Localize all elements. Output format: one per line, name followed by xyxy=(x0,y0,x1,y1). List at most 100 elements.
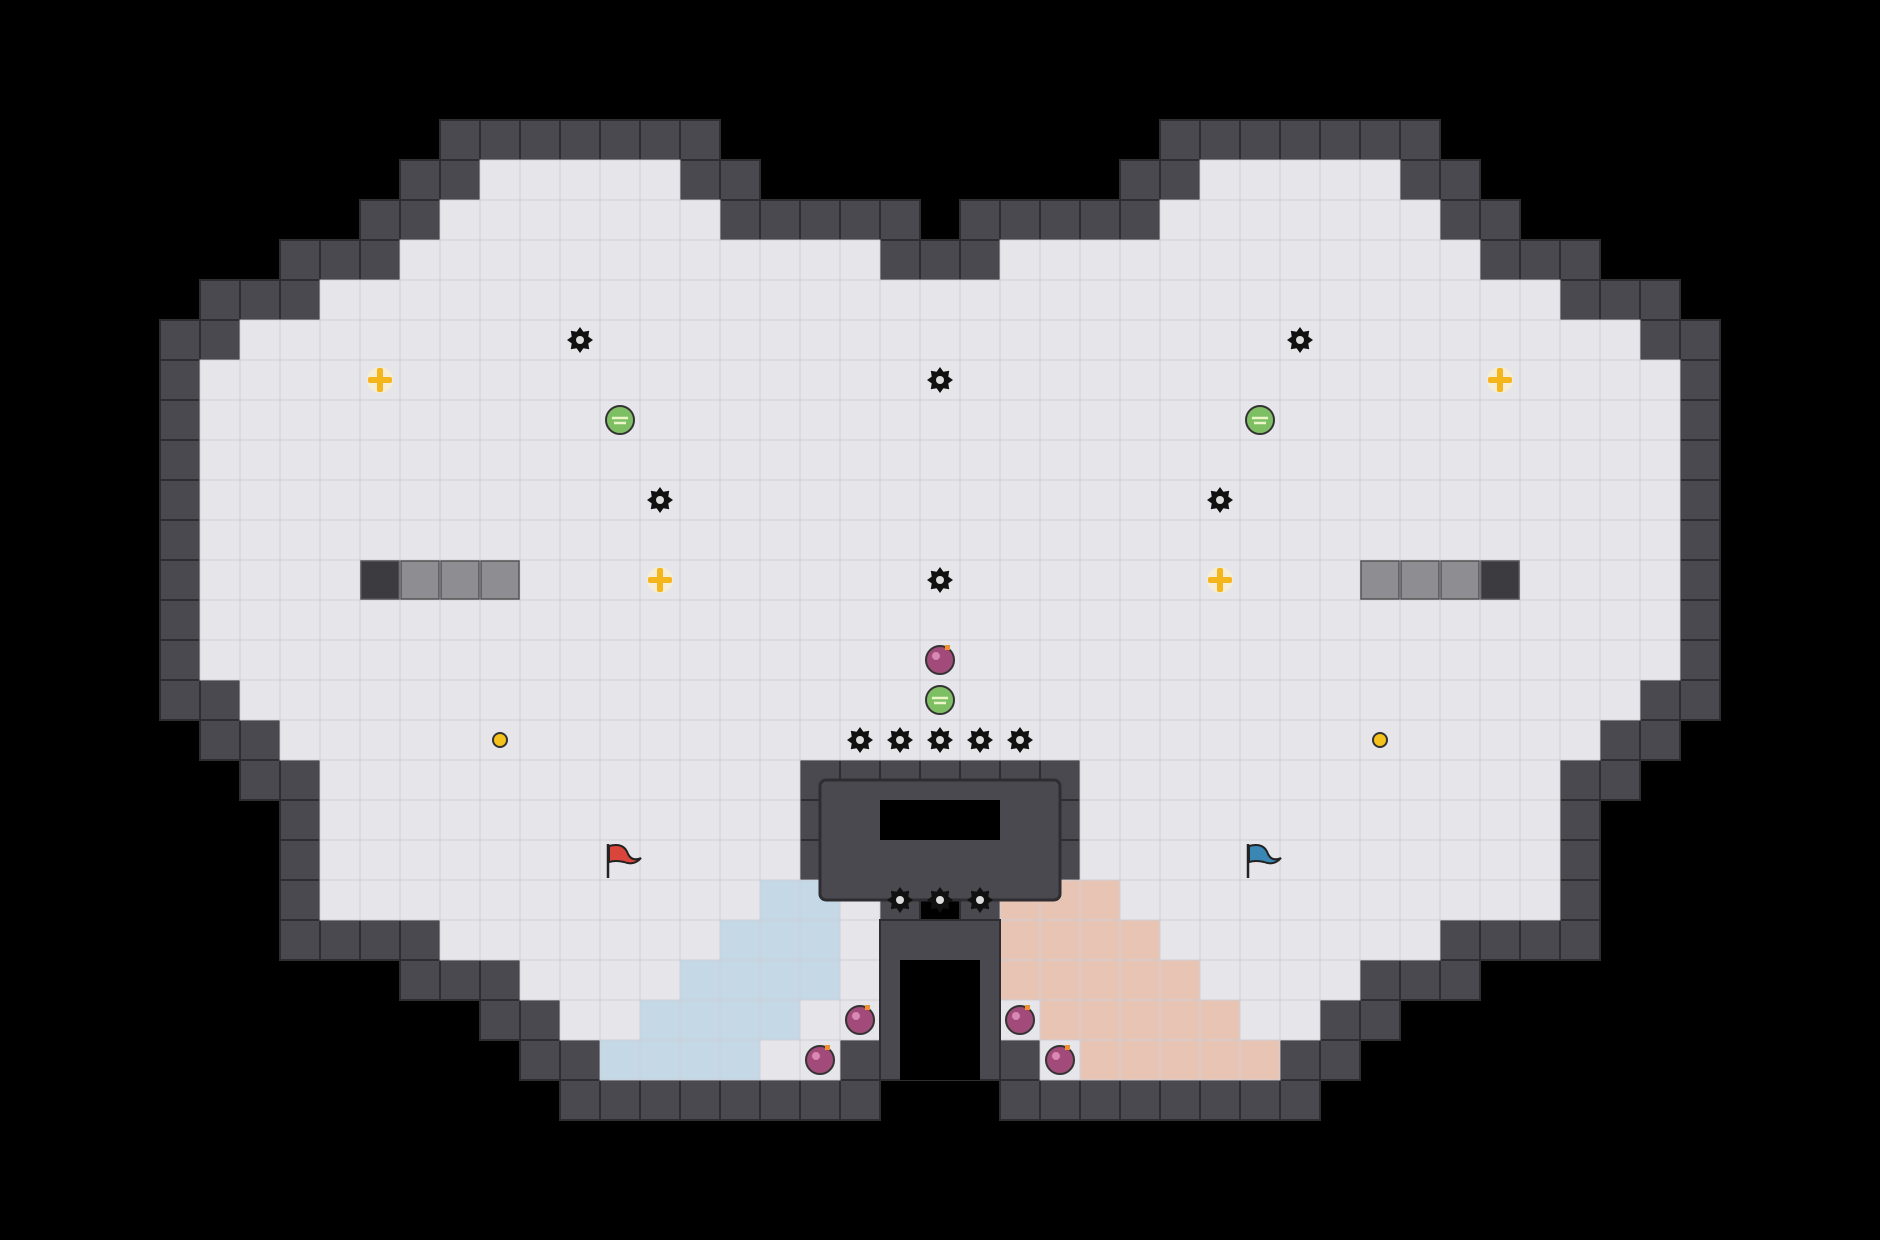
floor-tile xyxy=(1159,919,1201,961)
floor-tile xyxy=(1359,599,1401,641)
wall-tile xyxy=(1639,719,1681,761)
floor-tile xyxy=(639,919,681,961)
floor-tile xyxy=(639,599,681,641)
floor-tile xyxy=(319,759,361,801)
floor-tile xyxy=(1399,599,1441,641)
floor-tile xyxy=(1519,479,1561,521)
floor-tile xyxy=(1239,759,1281,801)
floor-tile xyxy=(1039,479,1081,521)
floor-tile xyxy=(1559,319,1601,361)
floor-tile xyxy=(1039,399,1081,441)
floor-tile xyxy=(839,319,881,361)
floor-tile xyxy=(479,599,521,641)
floor-tile xyxy=(639,199,681,241)
floor-tile xyxy=(1559,399,1601,441)
floor-tile xyxy=(959,319,1001,361)
floor-tile xyxy=(639,959,681,1001)
floor-tile xyxy=(199,479,241,521)
wall-tile xyxy=(479,959,521,1001)
bomb-body xyxy=(925,645,955,675)
floor-tile xyxy=(839,439,881,481)
wall-tile xyxy=(439,159,481,201)
wall-tile xyxy=(1479,919,1521,961)
floor-tile xyxy=(559,839,601,881)
floor-tile xyxy=(1079,319,1121,361)
floor-tile xyxy=(1199,799,1241,841)
floor-tile xyxy=(439,799,481,841)
floor-tile xyxy=(1239,959,1281,1001)
floor-tile xyxy=(239,479,281,521)
spike-center xyxy=(896,896,904,904)
blue-flag-icon[interactable] xyxy=(1246,844,1282,878)
floor-tile xyxy=(439,519,481,561)
floor-tile xyxy=(639,719,681,761)
spike-center xyxy=(936,736,944,744)
gate-stripes xyxy=(932,696,948,705)
floor-tile xyxy=(639,519,681,561)
wall-tile xyxy=(1679,679,1721,721)
floor-tile xyxy=(1079,679,1121,721)
floor-tile xyxy=(359,319,401,361)
wall-tile xyxy=(1159,119,1201,161)
floor-tile xyxy=(1199,839,1241,881)
floor-tile xyxy=(839,239,881,281)
floor-tile xyxy=(1199,1039,1241,1081)
bomb-fuse xyxy=(865,1005,870,1010)
floor-tile xyxy=(1239,639,1281,681)
floor-tile xyxy=(319,719,361,761)
floor-tile xyxy=(1519,439,1561,481)
wall-tile xyxy=(1679,519,1721,561)
floor-tile xyxy=(679,919,721,961)
floor-tile xyxy=(1359,399,1401,441)
floor-tile xyxy=(1079,639,1121,681)
wall-tile xyxy=(1319,999,1361,1041)
floor-tile xyxy=(1159,959,1201,1001)
floor-tile xyxy=(679,879,721,921)
wall-tile xyxy=(1559,839,1601,881)
floor-tile xyxy=(559,199,601,241)
wall-tile xyxy=(319,919,361,961)
floor-tile xyxy=(1479,319,1521,361)
floor-tile xyxy=(1039,999,1081,1041)
floor-tile xyxy=(1159,319,1201,361)
floor-tile xyxy=(479,919,521,961)
floor-tile xyxy=(399,759,441,801)
floor-tile xyxy=(1479,399,1521,441)
floor-tile xyxy=(239,439,281,481)
floor-tile xyxy=(1039,599,1081,641)
floor-tile xyxy=(1159,479,1201,521)
floor-tile xyxy=(639,679,681,721)
red-flag-icon[interactable] xyxy=(606,844,642,878)
floor-tile xyxy=(1239,319,1281,361)
wall-tile xyxy=(1399,159,1441,201)
spike-icon xyxy=(967,887,993,913)
wall-tile xyxy=(1359,119,1401,161)
wall-tile xyxy=(1679,399,1721,441)
floor-tile xyxy=(959,639,1001,681)
floor-tile xyxy=(359,479,401,521)
floor-tile xyxy=(1399,279,1441,321)
floor-tile xyxy=(839,359,881,401)
wall-tile xyxy=(399,159,441,201)
floor-tile xyxy=(919,279,961,321)
floor-tile xyxy=(1119,639,1161,681)
floor-tile xyxy=(1279,519,1321,561)
floor-tile xyxy=(879,319,921,361)
wall-tile xyxy=(599,119,641,161)
floor-tile xyxy=(1199,999,1241,1041)
floor-tile xyxy=(399,399,441,441)
floor-tile xyxy=(1119,759,1161,801)
floor-tile xyxy=(1439,439,1481,481)
floor-tile xyxy=(639,399,681,441)
spike-center xyxy=(1216,496,1224,504)
floor-tile xyxy=(759,279,801,321)
floor-tile xyxy=(1119,519,1161,561)
floor-tile xyxy=(1399,719,1441,761)
floor-tile xyxy=(1559,479,1601,521)
floor-tile xyxy=(1119,839,1161,881)
floor-tile xyxy=(439,439,481,481)
floor-tile xyxy=(639,239,681,281)
floor-tile xyxy=(479,679,521,721)
bomb-shine xyxy=(1012,1012,1020,1020)
wall-tile xyxy=(1599,759,1641,801)
